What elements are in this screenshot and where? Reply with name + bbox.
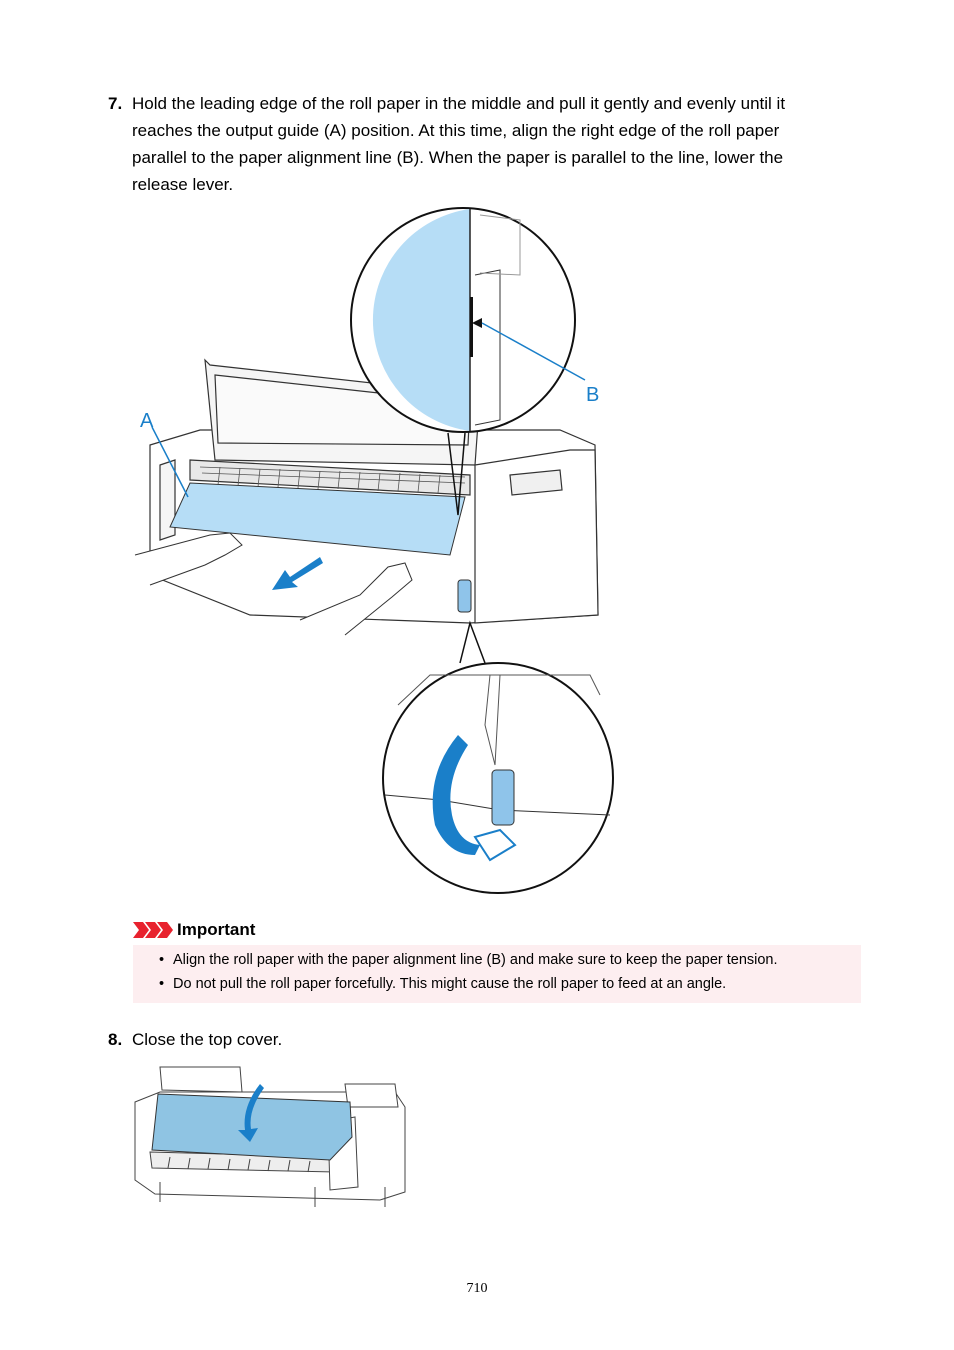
important-notes: • Align the roll paper with the paper al… [133,945,861,1003]
top-cover [151,1093,353,1161]
printer-body [149,358,599,624]
step-8: 8. Close the top cover. [108,1026,828,1053]
note-text: Align the roll paper with the paper alig… [173,952,778,968]
label-b: B [586,384,599,406]
important-heading: Important [133,918,255,942]
step-number: 8. [108,1030,123,1049]
list-item: • Do not pull the roll paper forcefully.… [159,976,727,992]
important-icon [133,922,173,938]
hands [134,532,413,636]
platen-rollers [199,466,466,494]
close-top-cover-illustration [134,1066,406,1207]
lower-arrow-icon [432,735,480,855]
step-text: Close the top cover. [132,1030,283,1049]
roll-paper-alignment-illustration: A B [134,207,614,894]
list-item: • Align the roll paper with the paper al… [159,952,778,968]
page-number: 710 [466,1281,488,1296]
close-arrow-icon [238,1084,264,1142]
label-a: A [140,410,154,432]
step-7: 7. Hold the leading edge of the roll pap… [108,90,828,198]
step-text: Hold the leading edge of the roll paper … [132,94,786,194]
pull-arrow-icon [272,557,323,590]
zoom-circle-release-lever [382,620,614,894]
roll-paper [169,482,466,556]
note-text: Do not pull the roll paper forcefully. T… [173,976,727,992]
important-title: Important [177,920,256,939]
zoom-circle-alignment-line: B [350,207,599,516]
release-lever [457,579,472,613]
step-number: 7. [108,94,123,113]
